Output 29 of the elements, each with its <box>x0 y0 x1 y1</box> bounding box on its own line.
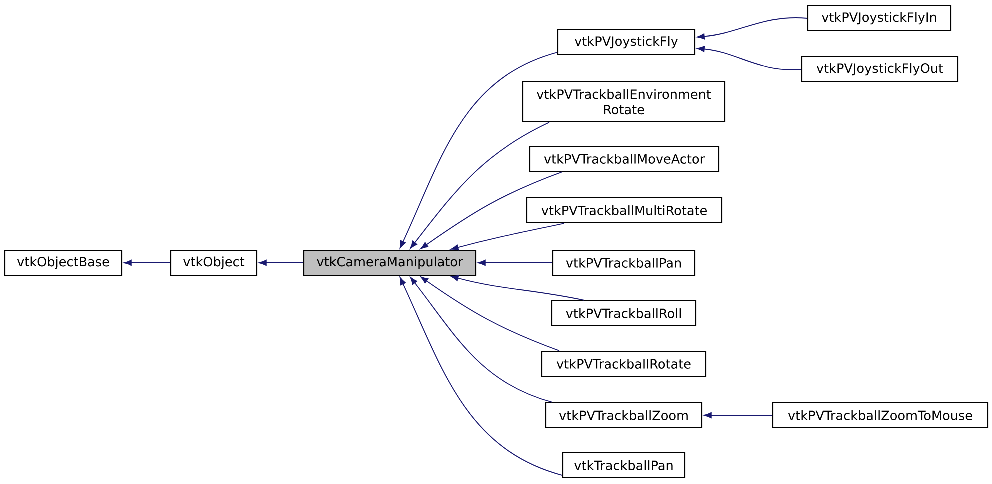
arrow <box>400 52 558 249</box>
arrow <box>420 276 560 352</box>
class-box: vtkObject <box>170 250 258 276</box>
class-box: vtkPVTrackballEnvironment Rotate <box>522 81 726 123</box>
class-box: vtkPVJoystickFlyIn <box>807 5 952 32</box>
arrow <box>410 122 550 249</box>
class-box: vtkPVTrackballZoomToMouse <box>772 402 989 429</box>
arrow <box>400 277 563 476</box>
arrow <box>704 412 773 418</box>
class-box: vtkPVJoystickFly <box>557 29 696 56</box>
class-box: vtkTrackballPan <box>562 452 686 479</box>
arrow <box>697 18 808 40</box>
arrow <box>410 277 553 403</box>
arrow <box>450 223 565 251</box>
class-box: vtkPVTrackballMoveActor <box>529 146 720 172</box>
arrow <box>697 46 802 70</box>
class-box: vtkPVTrackballRoll <box>551 300 697 327</box>
arrow <box>259 260 304 266</box>
class-box: vtkPVTrackballRotate <box>541 350 707 378</box>
arrow <box>420 172 563 250</box>
class-box: vtkPVTrackballZoom <box>545 402 703 429</box>
class-box: vtkObjectBase <box>4 250 123 276</box>
arrow <box>478 260 553 266</box>
arrow <box>450 275 585 301</box>
class-box: vtkPVTrackballPan <box>552 250 696 276</box>
class-box: vtkCameraManipulator <box>303 250 477 276</box>
class-box: vtkPVJoystickFlyOut <box>801 56 959 83</box>
class-box: vtkPVTrackballMultiRotate <box>526 197 723 224</box>
arrow <box>124 260 171 266</box>
